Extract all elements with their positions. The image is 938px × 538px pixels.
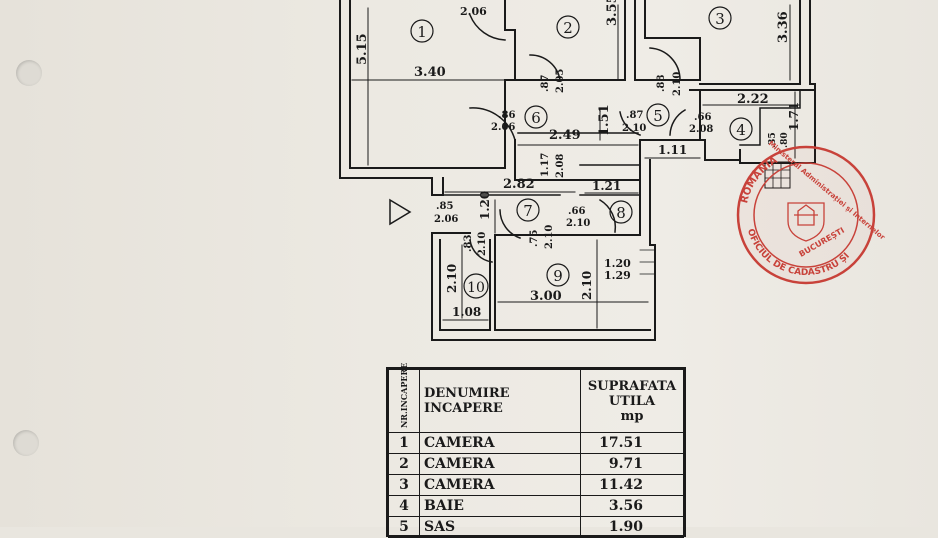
row-area: 9.71 xyxy=(580,453,684,475)
dim-87-a: .87 xyxy=(540,75,551,92)
legend-header-name-text: DENUMIRE INCAPERE xyxy=(424,386,510,416)
dim-87-b: .87 xyxy=(626,110,643,121)
room-4-label: 4 xyxy=(729,117,753,141)
dim-3-00: 3.00 xyxy=(530,289,562,304)
dim-3-36: 3.36 xyxy=(776,11,791,43)
table-row: 5 SAS 1.90 xyxy=(388,516,684,538)
dim-1-71: 1.71 xyxy=(787,102,801,131)
dim-2-10-c: 2.10 xyxy=(566,218,590,229)
dim-80: .80 xyxy=(780,132,790,148)
official-stamp: ROMÂNIA OFICIUL DE CADASTRU ȘI Ministeru… xyxy=(736,139,887,285)
dim-83: .83 xyxy=(463,235,474,252)
room-7-label: 7 xyxy=(516,198,540,222)
row-area: 17.51 xyxy=(580,432,684,454)
room-4-number: 4 xyxy=(736,121,746,139)
legend-table: NR.INCAPERE DENUMIRE INCAPERE SUPRAFATA … xyxy=(388,362,684,538)
room-legend-table: NR.INCAPERE DENUMIRE INCAPERE SUPRAFATA … xyxy=(386,362,686,538)
table-row: 1 CAMERA 17.51 xyxy=(388,432,684,454)
row-name: CAMERA xyxy=(419,474,581,496)
room-10-number: 10 xyxy=(467,280,485,296)
room-5-label: 5 xyxy=(646,103,670,127)
dim-1-29: 1.29 xyxy=(604,269,631,282)
table-row: 4 BAIE 3.56 xyxy=(388,495,684,517)
dim-1-21: 1.21 xyxy=(592,179,621,193)
dim-1-20-b: 1.20 xyxy=(604,257,631,270)
room-6-label: 6 xyxy=(524,105,548,129)
dim-86: .86 xyxy=(498,110,515,121)
row-nr: 2 xyxy=(388,453,420,475)
dim-2-06-top: 2.06 xyxy=(460,5,487,18)
row-nr: 3 xyxy=(388,474,420,496)
dim-2-22: 2.22 xyxy=(737,92,769,107)
room-6-number: 6 xyxy=(531,109,541,127)
coat-of-arms-icon xyxy=(787,202,825,242)
dim-66-a: .66 xyxy=(694,112,711,123)
room-2-label: 2 xyxy=(556,15,580,39)
dim-1-11: 1.11 xyxy=(658,143,687,157)
dim-35: .35 xyxy=(768,132,778,148)
room-1-number: 1 xyxy=(417,23,427,41)
dim-2-05: 2.05 xyxy=(555,69,566,93)
legend-header-area-line2: UTILA xyxy=(608,393,656,409)
legend-header-name: DENUMIRE INCAPERE xyxy=(419,369,581,433)
dim-2-10-e: 2.10 xyxy=(544,225,555,249)
room-9-label: 9 xyxy=(546,263,570,287)
room-9-number: 9 xyxy=(553,267,563,285)
dim-2-10-d: 2.10 xyxy=(477,232,488,256)
dim-2-10-f: 2.10 xyxy=(580,271,594,300)
dim-3-40: 3.40 xyxy=(414,65,446,80)
room-2-number: 2 xyxy=(563,19,573,37)
punch-hole-bottom xyxy=(13,430,39,456)
dim-2-49: 2.49 xyxy=(549,128,581,143)
dim-5-15: 5.15 xyxy=(355,33,370,65)
row-name: SAS xyxy=(419,516,581,538)
row-area: 3.56 xyxy=(580,495,684,517)
room-7-number: 7 xyxy=(523,202,533,220)
legend-header-nr-text: NR.INCAPERE xyxy=(399,362,409,428)
dimension-labels: 2.06 5.15 3.40 3.55 3.36 .87 2.05 .88 2.… xyxy=(355,0,801,319)
row-name: CAMERA xyxy=(419,453,581,475)
dim-75: .75 xyxy=(529,230,540,247)
row-area: 1.90 xyxy=(580,516,684,538)
table-row: 3 CAMERA 11.42 xyxy=(388,474,684,496)
table-row: 2 CAMERA 9.71 xyxy=(388,453,684,475)
dim-2-82: 2.82 xyxy=(503,177,535,192)
row-name: BAIE xyxy=(419,495,581,517)
dim-3-55: 3.55 xyxy=(605,0,620,26)
dim-2-10-g: 2.10 xyxy=(445,264,459,293)
room-1-label: 1 xyxy=(410,19,434,43)
dim-88: .88 xyxy=(656,75,667,92)
dim-1-08: 1.08 xyxy=(452,305,481,319)
room-3-label: 3 xyxy=(708,6,732,30)
dim-2-10-a: 2.10 xyxy=(672,72,683,96)
dim-66-b: .66 xyxy=(568,206,585,217)
dim-85: .85 xyxy=(436,201,453,212)
legend-header-area-line3: mp xyxy=(620,408,644,424)
row-name: CAMERA xyxy=(419,432,581,454)
room-3-number: 3 xyxy=(715,10,725,28)
row-nr: 4 xyxy=(388,495,420,517)
dim-2-06-b: 2.06 xyxy=(491,122,515,133)
legend-header-nr: NR.INCAPERE xyxy=(388,362,420,433)
legend-header-area: SUPRAFATA UTILA mp xyxy=(580,369,684,433)
row-nr: 1 xyxy=(388,432,420,454)
room-8-label: 8 xyxy=(609,200,633,224)
room-10-label: 10 xyxy=(463,273,489,299)
row-nr: 5 xyxy=(388,516,420,538)
legend-header-area-line1: SUPRAFATA xyxy=(587,378,677,394)
room-5-number: 5 xyxy=(653,107,663,125)
legend-header-row: NR.INCAPERE DENUMIRE INCAPERE SUPRAFATA … xyxy=(388,362,684,433)
row-area: 11.42 xyxy=(580,474,684,496)
dim-1-51: 1.51 xyxy=(597,104,612,136)
dim-2-08-b: 2.08 xyxy=(555,154,566,178)
dim-2-06-c: 2.06 xyxy=(434,214,458,225)
room-8-number: 8 xyxy=(616,204,626,222)
floor-plan: 1 2 3 4 5 6 7 8 xyxy=(339,0,887,341)
dim-1-17: 1.17 xyxy=(540,153,551,177)
room-labels: 1 2 3 4 5 6 7 8 xyxy=(410,6,753,299)
dim-1-20-a: 1.20 xyxy=(478,191,492,220)
punch-hole-top xyxy=(16,60,42,86)
dim-2-10-b: 2.10 xyxy=(622,123,646,134)
dim-2-08-a: 2.08 xyxy=(689,124,713,135)
